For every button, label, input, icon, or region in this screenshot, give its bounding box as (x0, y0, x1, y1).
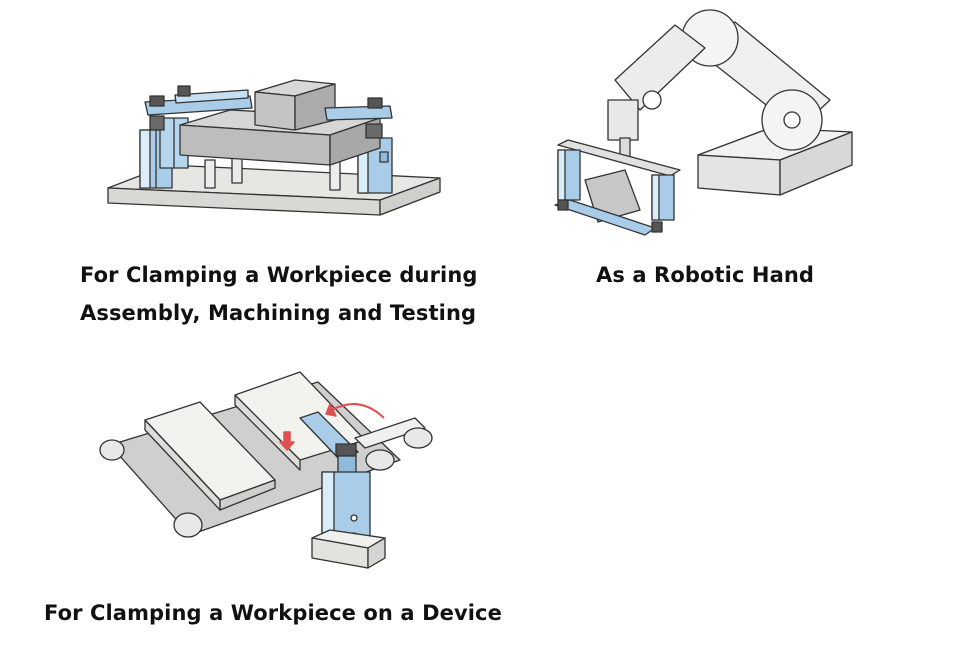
workpiece-left (144, 401, 276, 511)
clamp-arm-swung (354, 417, 433, 449)
robot-caption: As a Robotic Hand (596, 256, 814, 294)
robot-base (697, 127, 853, 196)
assembly-caption-line-1: For Clamping a Workpiece during (80, 263, 478, 287)
robot-gripper (554, 139, 681, 236)
assembly-caption: For Clamping a Workpiece during Assembly… (80, 256, 478, 332)
device-caption-line-1: For Clamping a Workpiece on a Device (44, 601, 502, 625)
robot-forearm (614, 24, 706, 111)
robot-panel: As a Robotic Hand (480, 0, 960, 340)
robot-arm-with-clamp-gripper-illustration (554, 9, 853, 236)
conveyor-with-swing-clamp-illustration (99, 371, 433, 569)
fixture-with-swing-clamps-illustration (107, 79, 441, 216)
left-clamp-arms (144, 85, 253, 131)
device-panel: For Clamping a Workpiece on a Device (0, 340, 560, 656)
assembly-caption-line-2: Assembly, Machining and Testing (80, 301, 477, 325)
robot-wrist (607, 99, 639, 141)
right-clamp-arm (324, 97, 393, 139)
assembly-panel: For Clamping a Workpiece during Assembly… (0, 0, 480, 340)
robot-upper-arm (681, 9, 831, 151)
device-caption: For Clamping a Workpiece on a Device (44, 594, 502, 632)
robot-caption-line-1: As a Robotic Hand (596, 263, 815, 287)
cylinder-mount (311, 529, 386, 569)
clamp-arm-clamped (299, 411, 359, 461)
swing-direction-arrow (279, 403, 385, 451)
